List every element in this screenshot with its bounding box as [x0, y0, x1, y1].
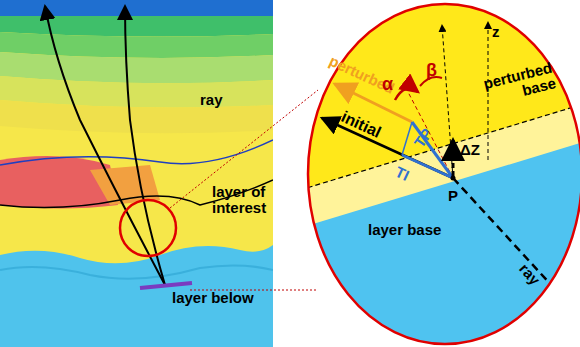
axis-label: z: [492, 24, 500, 40]
angle-label: β: [426, 62, 437, 78]
section-panel: [0, 0, 273, 347]
angle-label: α: [382, 76, 393, 92]
offset-label: ΔZ: [460, 142, 480, 158]
layer-label: layer of interest: [212, 184, 282, 216]
layer-label: layer below: [172, 290, 254, 306]
point-label: P: [448, 188, 458, 204]
zoom-circle: [300, 0, 580, 347]
ray-label: ray: [200, 92, 223, 108]
boundary-label: layer base: [368, 222, 441, 238]
